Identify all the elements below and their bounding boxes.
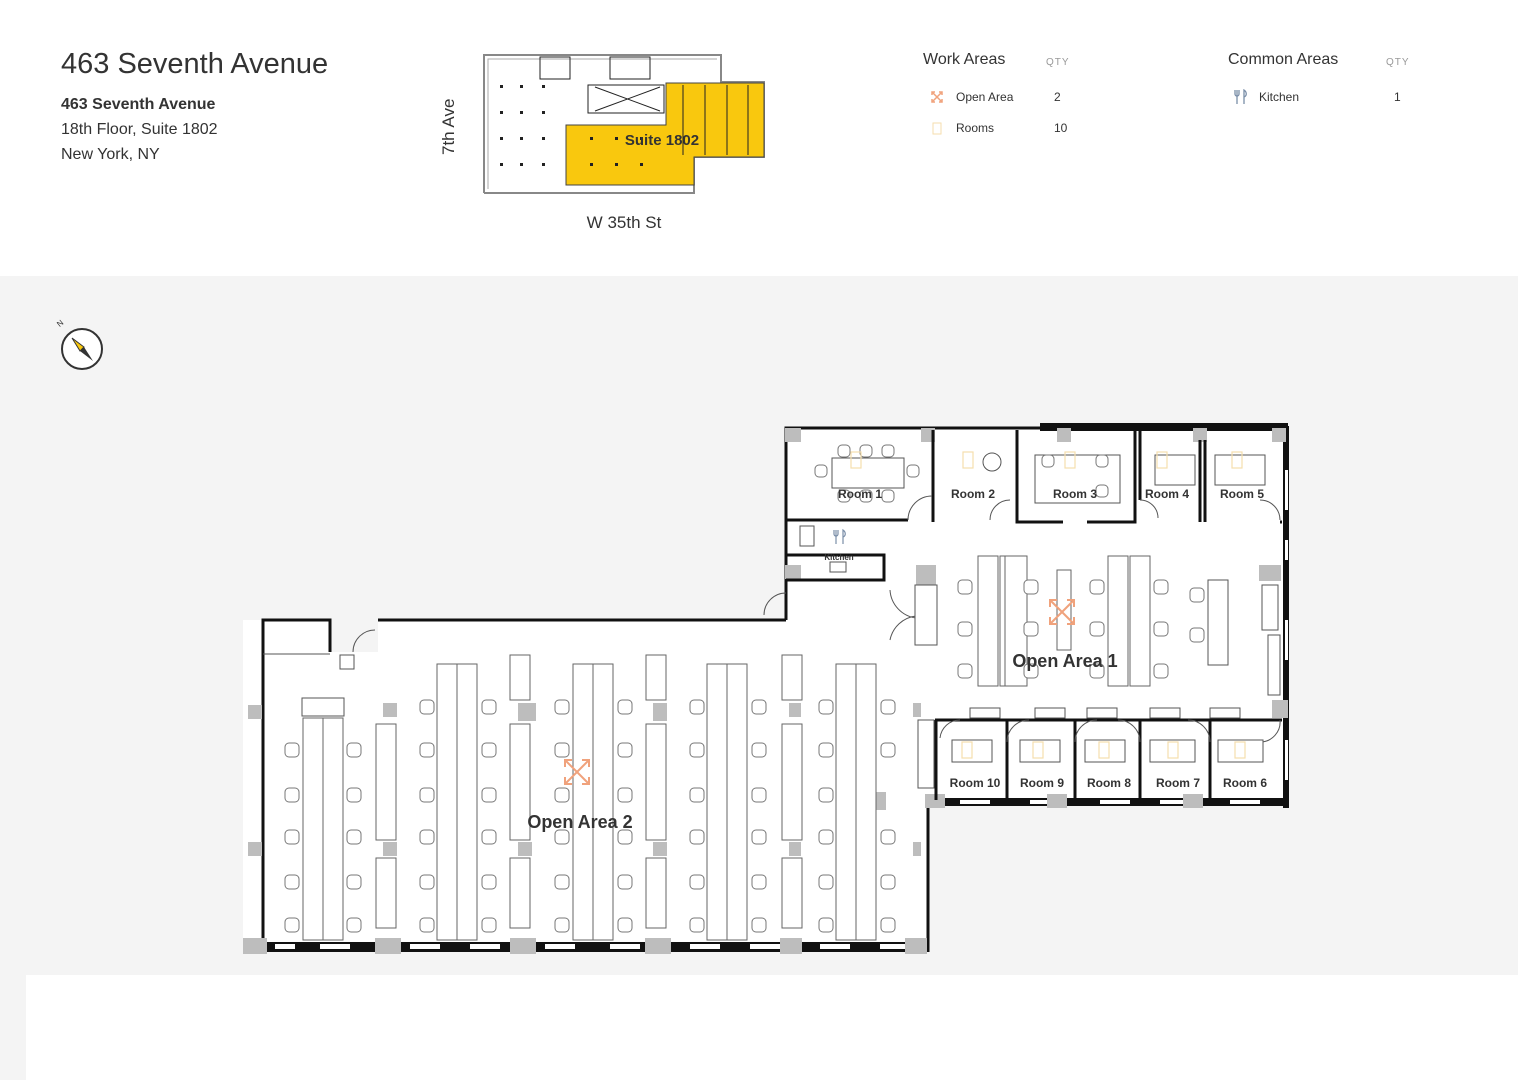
legend-kitchen-qty: 1 xyxy=(1394,90,1401,104)
room-4-label: Room 4 xyxy=(1145,487,1189,501)
kitchen-icon xyxy=(1234,89,1247,104)
open-area-1-icon xyxy=(1049,599,1075,625)
footer-strip xyxy=(26,975,1518,1080)
common-areas-qty-label: QTY xyxy=(1386,57,1410,68)
work-areas-heading: Work Areas xyxy=(923,51,1006,68)
work-areas-qty-label: QTY xyxy=(1046,57,1070,68)
room-3-label: Room 3 xyxy=(1053,487,1097,501)
room-7-label: Room 7 xyxy=(1156,776,1200,790)
open-area-1-label: Open Area 1 xyxy=(1012,651,1117,671)
open-area-2-icon xyxy=(564,759,590,785)
room-10-label: Room 10 xyxy=(950,776,1001,790)
kitchen-label: Kitchen xyxy=(824,553,853,562)
room-8-label: Room 8 xyxy=(1087,776,1131,790)
legend-kitchen-label: Kitchen xyxy=(1259,90,1300,104)
floor-plan: Room 1 Room 2 Room 3 Room 4 Room 5 Room … xyxy=(243,423,1289,954)
common-areas-heading: Common Areas xyxy=(1228,51,1339,68)
city-state: New York, NY xyxy=(61,146,160,163)
room-icon xyxy=(932,122,942,135)
header: 463 Seventh Avenue 463 Seventh Avenue 18… xyxy=(0,0,1518,276)
keyplan-street-bottom: W 35th St xyxy=(587,213,662,232)
room-1-label: Room 1 xyxy=(838,487,882,501)
legend-open-area-label: Open Area xyxy=(956,90,1014,104)
open-area-2-label: Open Area 2 xyxy=(527,812,632,832)
legend-rooms-label: Rooms xyxy=(956,121,995,135)
building-name: 463 Seventh Avenue xyxy=(61,96,216,113)
open-area-icon xyxy=(931,91,943,103)
room-5-label: Room 5 xyxy=(1220,487,1264,501)
room-2-label: Room 2 xyxy=(951,487,995,501)
room-6-label: Room 6 xyxy=(1223,776,1267,790)
compass-north-label: N xyxy=(55,318,65,329)
floor-suite: 18th Floor, Suite 1802 xyxy=(61,121,218,138)
page-title: 463 Seventh Avenue xyxy=(61,48,329,80)
legend-rooms-qty: 10 xyxy=(1054,121,1068,135)
compass-icon: N xyxy=(55,318,103,370)
legend-open-area-qty: 2 xyxy=(1054,90,1061,104)
keyplan-suite-label: Suite 1802 xyxy=(625,132,699,149)
kitchen-plan-icon xyxy=(833,528,846,544)
keyplan-street-side: 7th Ave xyxy=(439,99,458,155)
room-9-label: Room 9 xyxy=(1020,776,1064,790)
key-plan: Suite 1802 7th Ave W 35th St xyxy=(439,54,765,232)
